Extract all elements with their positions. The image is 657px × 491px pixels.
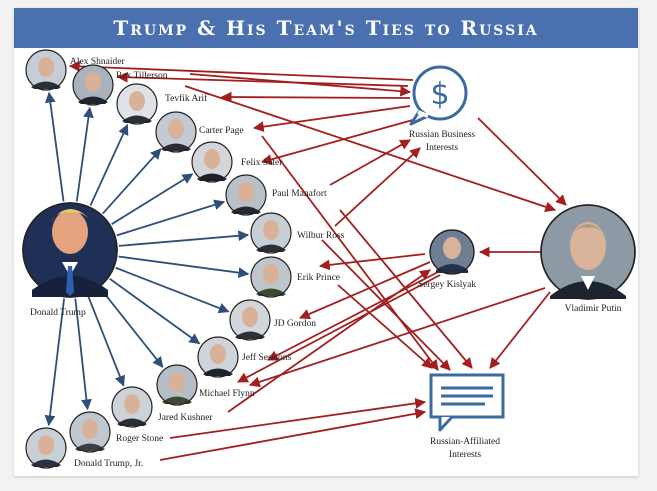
arrow-trump-to-prince (118, 255, 250, 278)
arrow-sater-business (260, 117, 421, 165)
arrow-trump-to-manafort (116, 199, 226, 237)
person-sessions: Jeff Sessions (197, 336, 291, 378)
person-trumpjr: Donald Trump, Jr. (25, 427, 143, 469)
label-arif: Tevfik Arif (165, 93, 208, 104)
person-prince: Erik Prince (250, 256, 340, 298)
arrow-trump-to-sater (111, 173, 194, 225)
arrow-trump-to-gordon (115, 266, 230, 314)
arrow-trump-to-stone (74, 298, 92, 411)
arrow-kislyak-prince (318, 253, 426, 271)
label-sater: Felix Sater (241, 158, 283, 168)
sergey-kislyak-node: Sergey Kislyak (418, 229, 476, 290)
person-tillerson: Rex Tillerson (72, 64, 168, 106)
person-sater: Felix Sater (191, 141, 283, 183)
arrow-trump-to-shnaider (44, 91, 65, 202)
svg-text:$: $ (430, 77, 449, 112)
label-sessions: Jeff Sessions (242, 352, 291, 363)
arrow-ross-affiliated (321, 239, 451, 371)
label-kushner: Jared Kushner (158, 413, 213, 423)
person-page: Carter Page (155, 111, 244, 153)
business-interests-label-2: Interests (426, 143, 458, 153)
arrow-trumpjr-affiliated (159, 408, 427, 461)
arrow-arif-business (220, 91, 411, 103)
arrow-manafort-business (329, 139, 411, 186)
arrow-kislyak-flynn (237, 274, 441, 383)
arrow-kushner-kislyak (227, 269, 431, 413)
arrow-tillerson-business-2 (189, 73, 412, 97)
arrow-kislyak-sessions (267, 271, 439, 361)
arrow-trump-to-sessions (109, 277, 201, 345)
arrow-tillerson-putin (184, 85, 557, 213)
label-trumpjr: Donald Trump, Jr. (74, 459, 143, 469)
business-interests-label-1: Russian Business (409, 130, 476, 140)
label-prince: Erik Prince (297, 273, 340, 283)
arrow-page-business (252, 105, 411, 132)
trump-label: Donald Trump (30, 308, 86, 318)
arrow-trump-to-kushner (87, 295, 126, 387)
arrow-stone-affiliated (169, 398, 427, 439)
page-title: Trump & His Team's Ties to Russia (14, 8, 638, 48)
arrow-trump-to-page (102, 148, 162, 215)
vladimir-putin-node: Vladimir Putin (540, 204, 636, 314)
person-arif: Tevfik Arif (116, 83, 208, 125)
arrow-shnaider-business (68, 61, 414, 81)
arrow-ross-business (334, 147, 421, 227)
affiliated-interests-label-1: Russian-Affiliated (430, 436, 500, 447)
person-shnaider: Alex Shnaider (25, 49, 125, 91)
person-ross: Wilbur Ross (250, 212, 345, 254)
arrow-page-affiliated (261, 135, 439, 371)
arrow-putin-affiliated (489, 291, 551, 369)
arrow-trump-to-ross (118, 230, 250, 247)
russian-affiliated-interests-node: Russian-Affiliated Interests (429, 373, 505, 460)
label-gordon: JD Gordon (274, 319, 316, 329)
arrow-trump-to-trumpjr (44, 298, 65, 427)
russian-business-interests-node: $ Russian Business Interests (409, 65, 476, 153)
label-flynn: Michael Flynn (199, 389, 255, 399)
person-manafort: Paul Manafort (225, 174, 327, 216)
arrow-trump-to-arif (89, 123, 129, 206)
label-shnaider: Alex Shnaider (70, 57, 125, 67)
arrow-business-putin (477, 117, 567, 206)
arrow-manafort-affiliated (339, 209, 473, 369)
arrow-kislyak-gordon (299, 261, 431, 320)
person-flynn: Michael Flynn (156, 364, 255, 406)
donald-trump-node: Donald Trump (22, 202, 118, 318)
kislyak-label: Sergey Kislyak (418, 280, 476, 290)
document-speech-bubble-icon (429, 373, 505, 432)
person-kushner: Jared Kushner (111, 386, 213, 428)
russia-connection-arrows (68, 61, 567, 461)
person-stone: Roger Stone (69, 411, 163, 453)
label-tillerson: Rex Tillerson (116, 71, 168, 81)
arrow-trump-to-flynn (99, 287, 164, 368)
person-gordon: JD Gordon (229, 299, 316, 341)
label-ross: Wilbur Ross (297, 231, 345, 241)
label-manafort: Paul Manafort (272, 188, 327, 199)
trump-connection-arrows (44, 91, 250, 427)
arrow-prince-affiliated (337, 284, 433, 369)
label-stone: Roger Stone (116, 434, 163, 444)
dollar-speech-bubble-icon: $ (409, 65, 468, 126)
affiliated-interests-label-2: Interests (449, 450, 481, 460)
putin-label: Vladimir Putin (565, 304, 622, 314)
label-page: Carter Page (199, 126, 244, 136)
arrow-tillerson-business (116, 71, 409, 87)
arrow-trump-to-tillerson (75, 106, 94, 202)
